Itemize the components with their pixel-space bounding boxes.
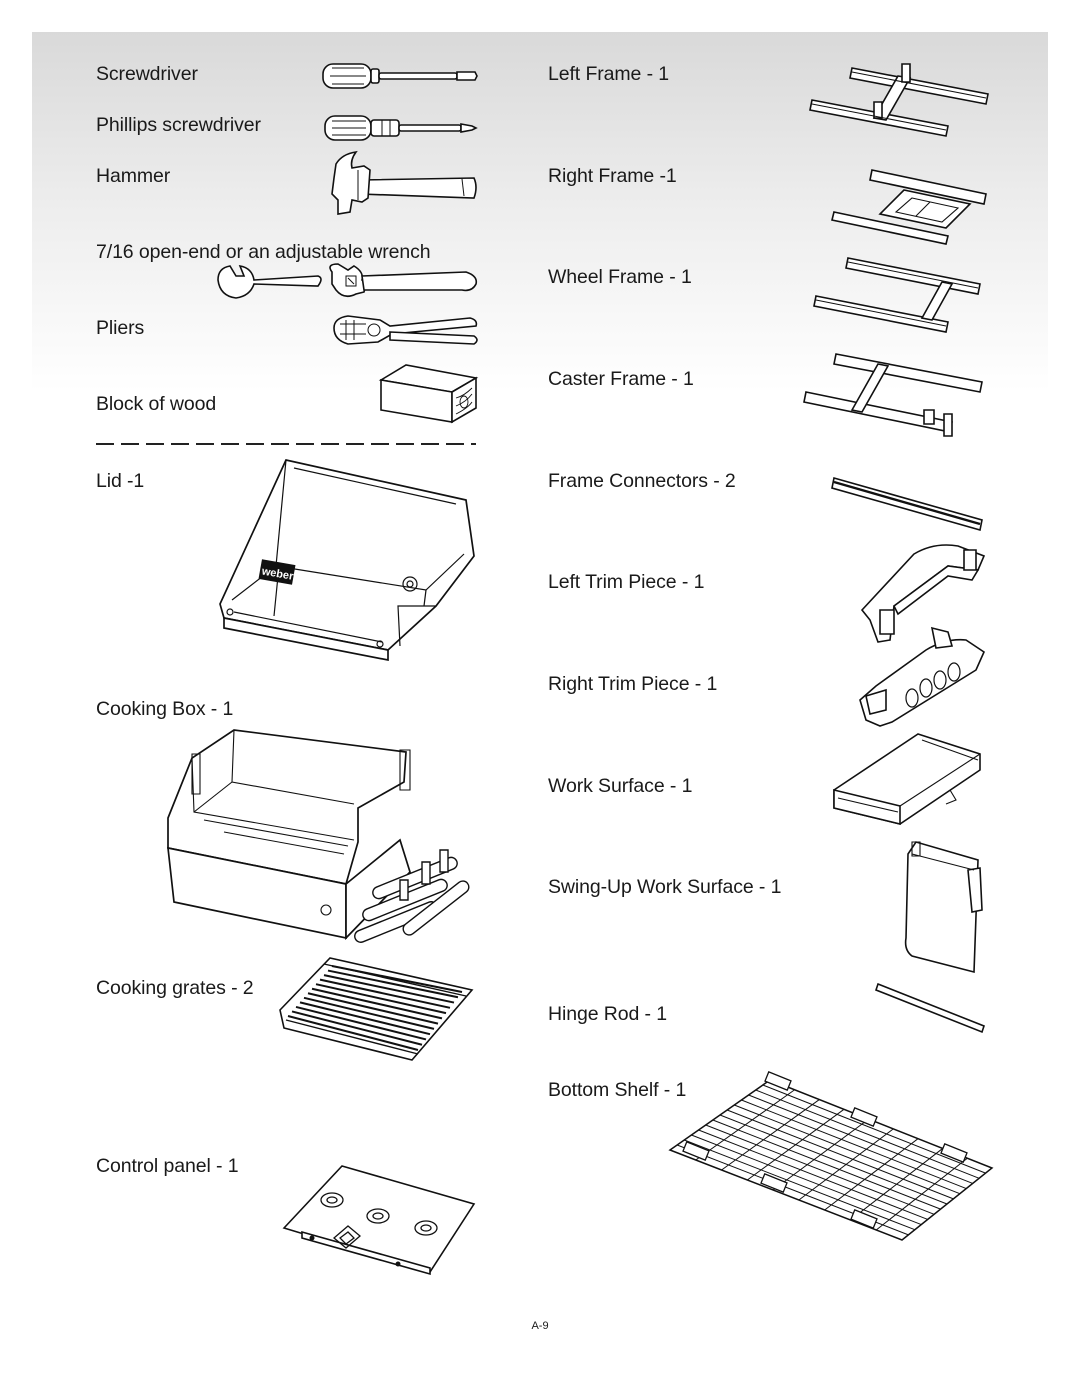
frame-connectors-label: Frame Connectors - 2: [548, 470, 736, 492]
bottom-shelf-label: Bottom Shelf - 1: [548, 1079, 687, 1101]
right-frame-label: Right Frame -1: [548, 165, 677, 187]
screwdriver-label: Screwdriver: [96, 63, 198, 85]
wheel-frame-icon: [812, 254, 984, 340]
caster-frame-icon: [802, 350, 986, 442]
section-divider: [96, 443, 476, 445]
page-number: A-9: [531, 1320, 549, 1332]
right-frame-icon: [830, 166, 990, 244]
hammer-icon: [328, 150, 480, 218]
lid-label: Lid -1: [96, 470, 145, 492]
right-trim-piece-icon: [856, 626, 988, 732]
pliers-label: Pliers: [96, 317, 145, 339]
control-panel-icon: [280, 1162, 480, 1278]
wheel-frame-label: Wheel Frame - 1: [548, 266, 692, 288]
phillips-screwdriver-icon: [322, 112, 480, 144]
hinge-rod-label: Hinge Rod - 1: [548, 1003, 668, 1025]
left-trim-piece-icon: [858, 540, 988, 646]
pliers-icon: [330, 312, 480, 348]
cooking-grates-icon: [276, 954, 476, 1064]
hammer-label: Hammer: [96, 165, 171, 187]
right-trim-piece-label: Right Trim Piece - 1: [548, 673, 718, 695]
cooking-box-icon: [164, 722, 480, 950]
work-surface-label: Work Surface - 1: [548, 775, 693, 797]
caster-frame-label: Caster Frame - 1: [548, 368, 694, 390]
work-surface-icon: [830, 730, 986, 840]
screwdriver-icon: [320, 60, 480, 92]
left-frame-icon: [808, 62, 990, 148]
hinge-rod-icon: [874, 980, 990, 1036]
block-of-wood-icon: [378, 362, 480, 426]
phillips-screwdriver-label: Phillips screwdriver: [96, 114, 261, 136]
frame-connector-icon: [830, 474, 986, 532]
control-panel-label: Control panel - 1: [96, 1155, 239, 1177]
header-band: [32, 32, 1048, 392]
wrench-label: 7/16 open-end or an adjustable wrench: [96, 241, 431, 263]
bottom-shelf-icon: [666, 1074, 996, 1246]
wrench-icon: [214, 262, 480, 302]
cooking-grates-label: Cooking grates - 2: [96, 977, 254, 999]
lid-icon: weber: [216, 456, 480, 666]
left-frame-label: Left Frame - 1: [548, 63, 670, 85]
swing-up-work-surface-label: Swing-Up Work Surface - 1: [548, 876, 782, 898]
swing-up-work-surface-icon: [902, 838, 986, 978]
lid-logo: weber: [260, 565, 295, 583]
left-trim-piece-label: Left Trim Piece - 1: [548, 571, 705, 593]
block-of-wood-label: Block of wood: [96, 393, 217, 415]
cooking-box-label: Cooking Box - 1: [96, 698, 234, 720]
